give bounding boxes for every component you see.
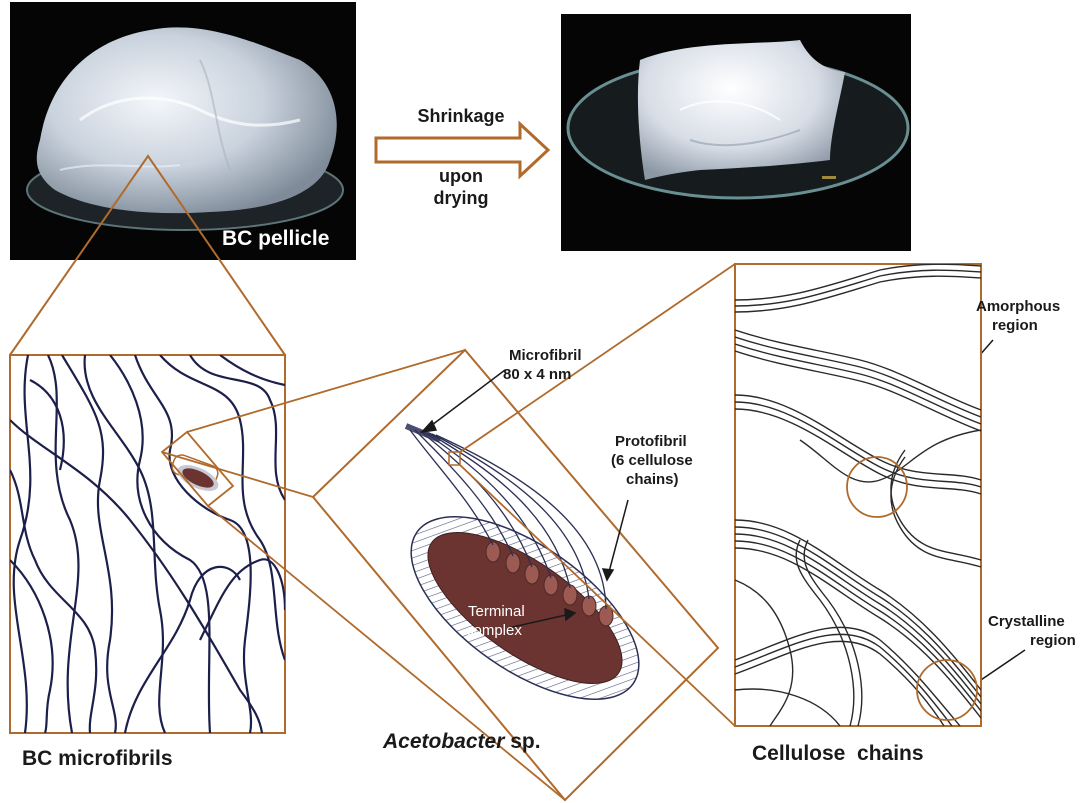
microfibrils-panel xyxy=(10,355,285,733)
drying-label: drying xyxy=(433,188,488,208)
protofibril-chains-label-2: chains) xyxy=(626,471,679,488)
amorphous-region-label: region xyxy=(992,317,1038,334)
microfibril-label: Microfibril xyxy=(509,347,582,364)
terminal-complex-label-2: complex xyxy=(466,622,522,639)
microfibril-size-label: 80 x 4 nm xyxy=(503,366,571,383)
acetobacter-genus: Acetobacter xyxy=(382,730,506,753)
terminal-complex-label: Terminal xyxy=(468,603,525,620)
amorphous-label: Amorphous xyxy=(976,298,1060,315)
cellulose-chains-panel xyxy=(735,264,981,726)
dried-bc-photo xyxy=(561,14,911,251)
acetobacter-caption: Acetobacter sp. xyxy=(382,730,541,753)
shrinkage-label: Shrinkage xyxy=(417,106,504,126)
protofibril-chains-label: (6 cellulose xyxy=(611,452,693,469)
bc-pellicle-caption: BC pellicle xyxy=(222,227,329,250)
bc-pellicle-photo: BC pellicle xyxy=(10,2,356,260)
bc-microfibrils-caption: BC microfibrils xyxy=(22,747,173,770)
protofibril-label: Protofibril xyxy=(615,433,687,450)
cellulose-chains-caption: Cellulose chains xyxy=(752,742,924,765)
crystalline-region-label: region xyxy=(1030,632,1076,649)
upon-label: upon xyxy=(439,166,483,186)
crystalline-label: Crystalline xyxy=(988,613,1065,630)
acetobacter-species: sp. xyxy=(504,730,540,753)
